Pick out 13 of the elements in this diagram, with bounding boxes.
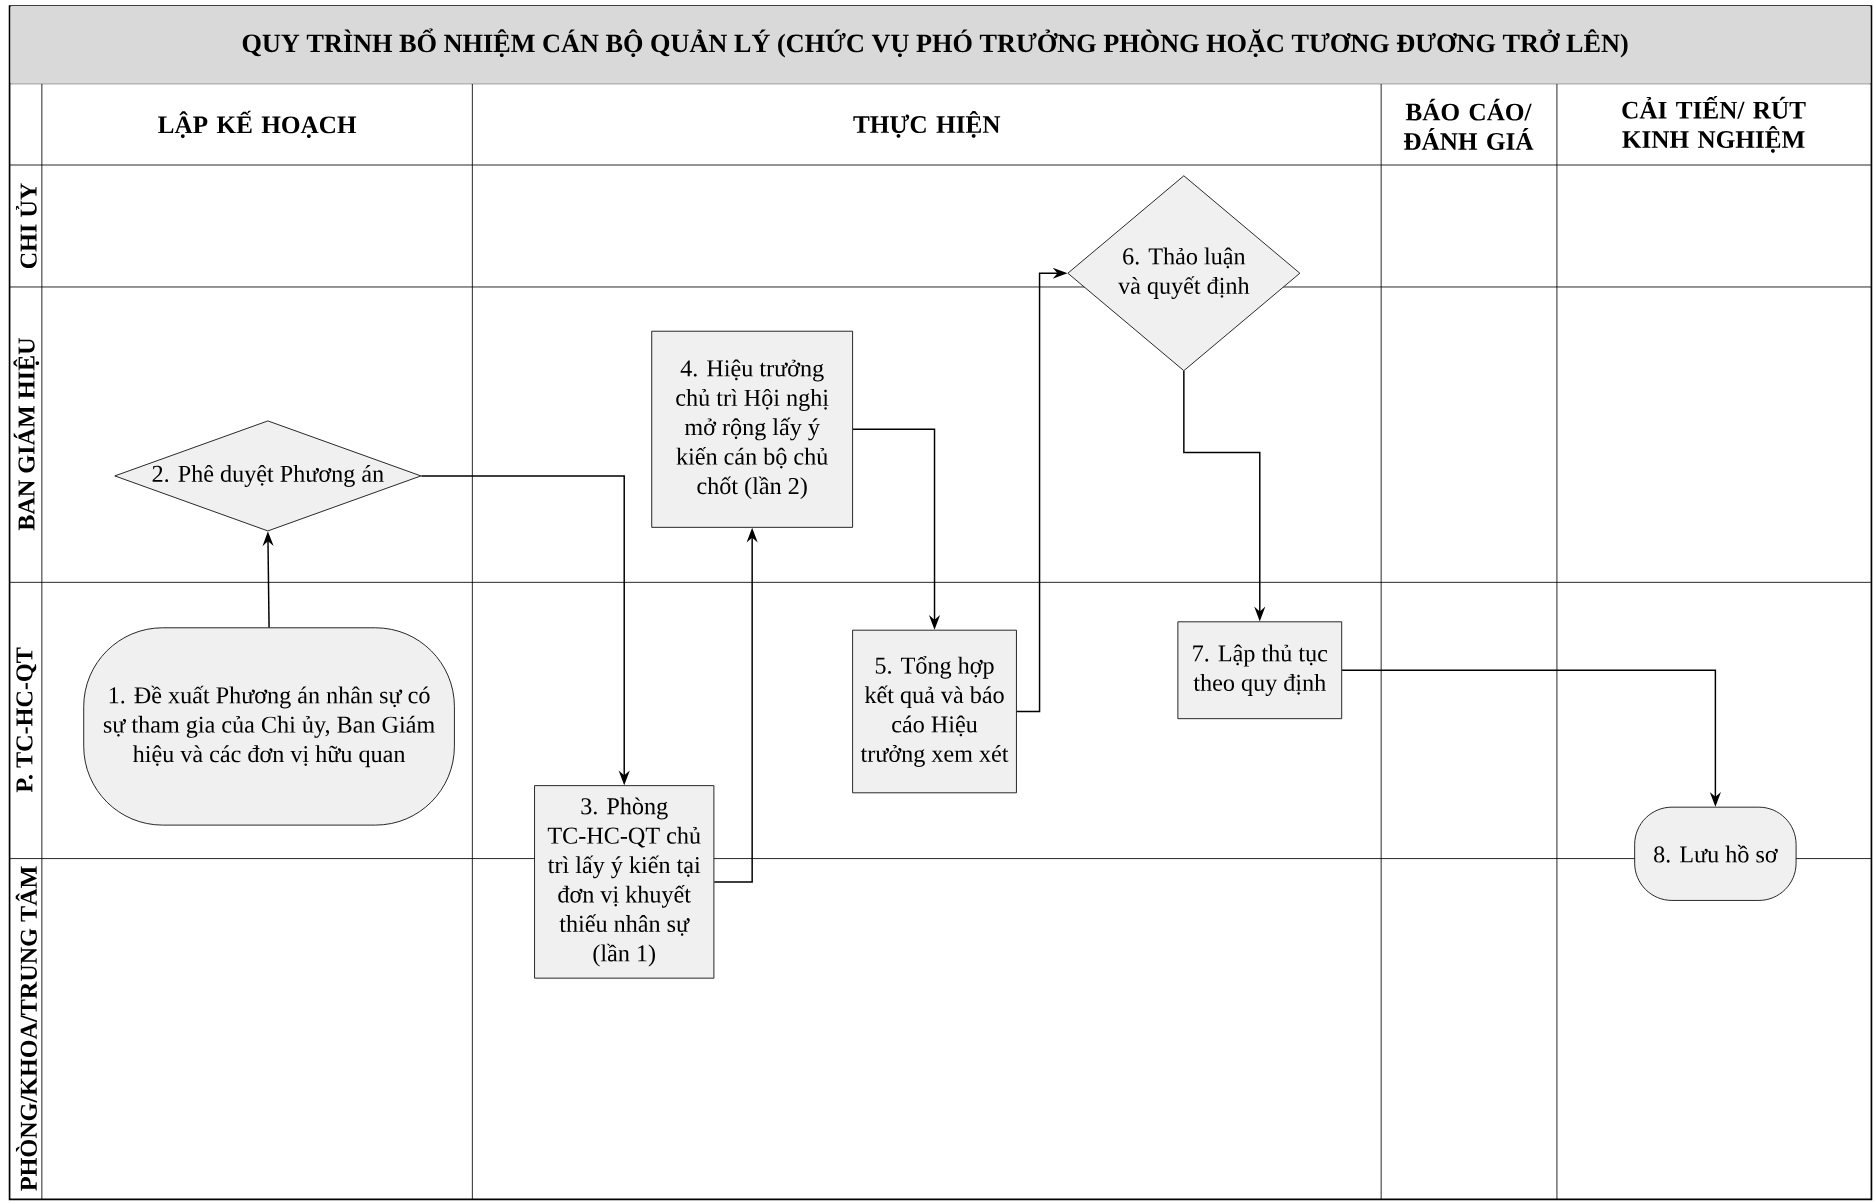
- process-box: 5. Tổng hợp kết quả và báo cáo Hiệu trưởng xem xét: [852, 629, 1017, 794]
- title-banner: QUY TRÌNH BỔ NHIỆM CÁN BỘ QUẢN LÝ (CHỨC VỤ PHÓ TRƯỞNG PHÒNG HOẶC TƯƠNG ĐƯƠNG TRỞ LÊN): [10, 6, 1871, 84]
- column-header: CẢI TIẾN/ RÚT KINH NGHIỆM: [1622, 95, 1806, 153]
- lane-label: PHÒNG/KHOA/TRUNG TÂM: [15, 866, 37, 1191]
- lane-label: P. TC-HC-QT: [16, 647, 37, 793]
- lane-label: BAN GIÁM HIỆU: [13, 338, 40, 531]
- process-box: 7. Lập thủ tục theo quy định: [1177, 621, 1343, 720]
- lane-label: CHI ỦY: [15, 183, 37, 269]
- process-box: 3. Phòng TC-HC-QT chủ trì lấy ý kiến tại đơn vị khuyết thiếu nhân sự (lần 1): [534, 785, 715, 979]
- column-header: THỰC HIỆN: [853, 110, 1001, 138]
- column-header: LẬP KẾ HOẠCH: [158, 110, 357, 139]
- column-header: BÁO CÁO/ ĐÁNH GIÁ: [1403, 98, 1534, 150]
- process-box: 4. Hiệu trưởng chủ trì Hội nghị mở rộng lấy ý kiến cán bộ chủ chốt (lần 2): [651, 330, 854, 528]
